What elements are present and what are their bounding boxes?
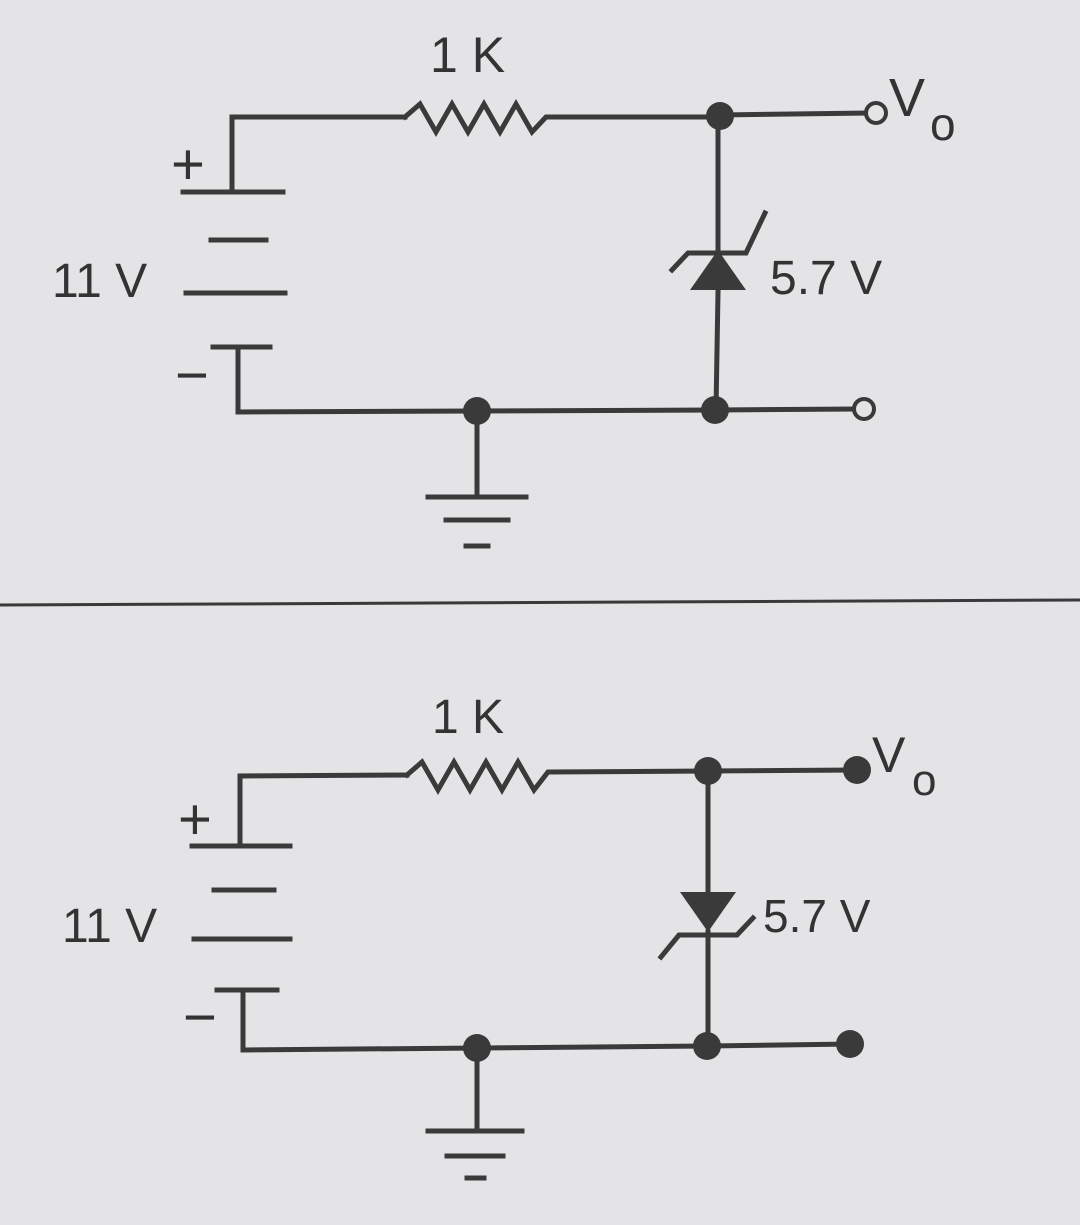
circuit-1: 1 K 11 V + − 5.7 V V o xyxy=(52,27,956,549)
c2-output-label: V xyxy=(872,727,906,783)
c1-source-label: 11 V xyxy=(52,255,147,308)
c2-plus-sign: + xyxy=(178,787,212,852)
c2-wire-battery-top xyxy=(237,772,410,849)
divider-line xyxy=(0,598,1080,607)
c1-output-label: V xyxy=(889,68,925,128)
c2-resistor xyxy=(403,756,711,796)
c1-output-terminal-bottom xyxy=(852,397,876,421)
c1-junction-ground xyxy=(463,397,491,425)
c1-plus-sign: + xyxy=(171,132,205,197)
c2-resistor-label: 1 K xyxy=(432,691,504,744)
c2-ground-symbol xyxy=(425,1128,525,1181)
c2-source-label: 11 V xyxy=(62,900,157,953)
c1-wire-bottom xyxy=(235,344,859,415)
c1-zener-diode xyxy=(690,250,746,290)
c2-junction-top xyxy=(694,757,722,785)
c1-junction-bottom-right xyxy=(701,396,729,424)
circuit-2: 1 K 11 V + − 5.7 V V o xyxy=(62,691,936,1181)
c1-output-subscript: o xyxy=(930,98,956,150)
c1-ground-symbol xyxy=(425,494,529,549)
c2-output-subscript: o xyxy=(912,756,936,805)
c2-output-terminal-top xyxy=(843,756,871,784)
c1-battery-plates xyxy=(180,189,288,350)
c2-zener-diode xyxy=(680,892,736,932)
c1-junction-top xyxy=(706,102,734,130)
c1-resistor-label: 1 K xyxy=(430,27,505,83)
c1-zener-label: 5.7 V xyxy=(770,252,882,305)
c1-resistor xyxy=(401,98,723,138)
c1-wire-zener-lower xyxy=(713,289,721,413)
c2-junction-ground xyxy=(463,1034,491,1062)
c1-wire-battery-top xyxy=(229,114,408,195)
c1-minus-sign: − xyxy=(175,343,209,408)
c2-output-terminal-bottom xyxy=(836,1030,864,1058)
c2-zener-bar xyxy=(657,914,757,961)
c2-minus-sign: − xyxy=(183,985,217,1050)
c2-battery-plates xyxy=(189,843,293,993)
c2-wire-bottom xyxy=(240,987,853,1053)
c1-wire-output-top xyxy=(717,110,871,118)
c1-zener-bar xyxy=(668,209,769,274)
c2-wire-output-top xyxy=(705,767,859,774)
c2-zener-label: 5.7 V xyxy=(763,890,871,942)
c1-output-terminal-top xyxy=(864,101,888,125)
c2-junction-bottom-right xyxy=(693,1032,721,1060)
